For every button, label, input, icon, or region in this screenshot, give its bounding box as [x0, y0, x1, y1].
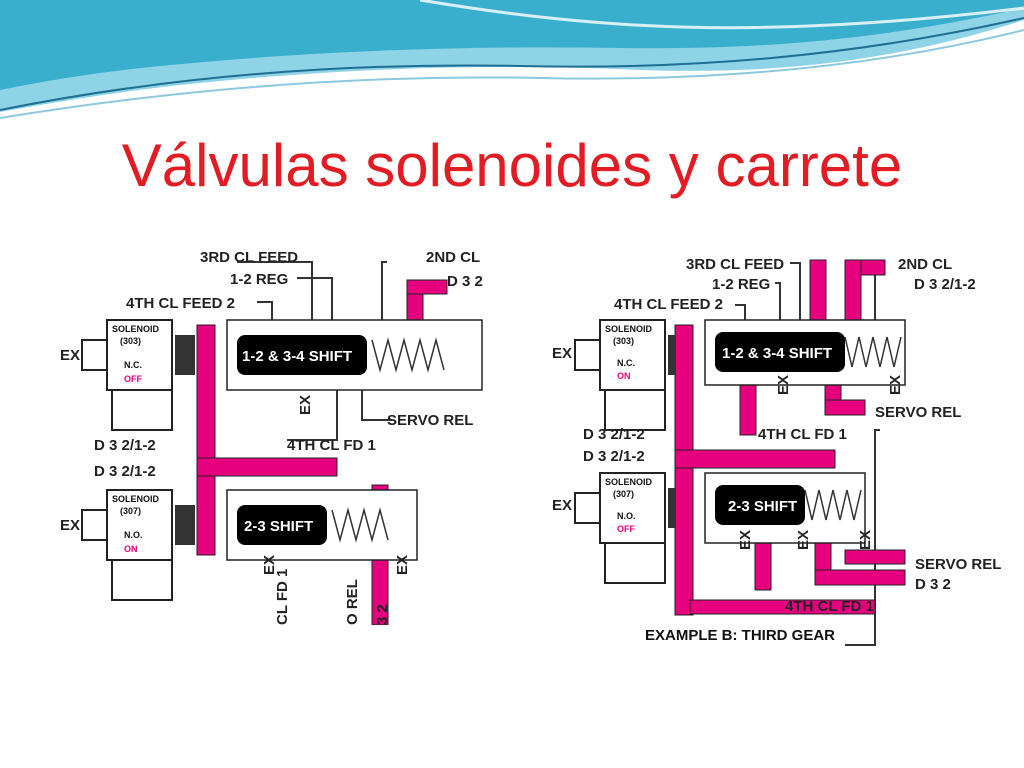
solenoid-303-name: SOLENOID — [112, 324, 160, 334]
label-d32: D 3 2 — [447, 273, 483, 290]
solenoid-307-name: SOLENOID — [112, 494, 160, 504]
label-servo-rel-top: SERVO REL — [875, 404, 961, 421]
solenoid-303-type: N.C. — [124, 360, 142, 370]
label-ex-v2: EX — [887, 375, 904, 395]
label-3rd-cl-feed: 3RD CL FEED — [686, 256, 784, 273]
label-ex-bottom: EX — [552, 497, 572, 514]
label-ex-top: EX — [552, 345, 572, 362]
solenoid-307-state: OFF — [617, 524, 635, 534]
label-d32-12-top: D 3 2/1-2 — [914, 276, 976, 293]
solenoid-307-type: N.O. — [124, 530, 143, 540]
label-d32-12-a: D 3 2/1-2 — [94, 437, 156, 454]
label-ex-v3: EX — [394, 555, 411, 575]
label-ex-v4: EX — [795, 530, 812, 550]
label-ex-v2: EX — [261, 555, 278, 575]
label-ex-v1: EX — [775, 375, 792, 395]
label-4th-cl-feed-2: 4TH CL FEED 2 — [126, 295, 235, 312]
solenoid-303-state: ON — [617, 371, 631, 381]
solenoid-307-state: ON — [124, 544, 138, 554]
label-2nd-cl: 2ND CL — [898, 256, 952, 273]
label-4th-cl-fd-1: 4TH CL FD 1 — [287, 437, 376, 454]
label-ex-v3: EX — [737, 530, 754, 550]
diagram-caption: EXAMPLE B: THIRD GEAR — [645, 627, 835, 644]
diagram-right: EX EX 3RD CL FEED 1-2 REG 4TH CL FEED 2 … — [490, 245, 1024, 650]
solenoid-303-type: N.C. — [617, 358, 635, 368]
label-d32-12-b: D 3 2/1-2 — [583, 448, 645, 465]
solenoid-303-num: (303) — [120, 336, 141, 346]
label-4th-cl-fd-1-top: 4TH CL FD 1 — [758, 426, 847, 443]
label-4th-cl-feed-2: 4TH CL FEED 2 — [614, 296, 723, 313]
solenoid-307-num: (307) — [120, 506, 141, 516]
label-ex-top: EX — [60, 347, 80, 364]
label-1-2-reg: 1-2 REG — [712, 276, 770, 293]
valve-2-3-shift: 2-3 SHIFT — [728, 498, 797, 515]
label-4th-cl-fd-1-bottom: 4TH CL FD 1 — [785, 598, 874, 615]
diagram-left: EX EX 3RD CL FEED 1-2 REG 4TH CL FEED 2 … — [32, 240, 490, 626]
diagram-right-panel: EX EX 3RD CL FEED 1-2 REG 4TH CL FEED 2 … — [490, 245, 1024, 650]
label-servo-rel-bottom: SERVO REL — [915, 556, 1001, 573]
valve-1-2-3-4-shift: 1-2 & 3-4 SHIFT — [242, 348, 352, 365]
label-ex-bottom: EX — [60, 517, 80, 534]
solenoid-303-state: OFF — [124, 374, 142, 384]
label-2nd-cl: 2ND CL — [426, 249, 480, 266]
slide-title: Válvulas solenoides y carrete — [121, 132, 903, 199]
header-wave-decoration — [0, 0, 1024, 119]
label-cl-fd-1: CL FD 1 — [274, 569, 291, 625]
label-1-2-reg: 1-2 REG — [230, 271, 288, 288]
label-ex-v5: EX — [857, 530, 874, 550]
solenoid-307-name: SOLENOID — [605, 477, 653, 487]
solenoid-303-num: (303) — [613, 336, 634, 346]
valve-2-3-shift: 2-3 SHIFT — [244, 518, 313, 535]
label-3rd-cl-feed: 3RD CL FEED — [200, 249, 298, 266]
label-d32: D 3 2 — [915, 576, 951, 593]
label-d32-12-b: D 3 2/1-2 — [94, 463, 156, 480]
label-servo-rel: SERVO REL — [387, 412, 473, 429]
label-3-2: 3 2 — [374, 604, 391, 625]
label-o-rel: O REL — [344, 579, 361, 625]
solenoid-307-num: (307) — [613, 489, 634, 499]
label-d32-12-a: D 3 2/1-2 — [583, 426, 645, 443]
diagram-left-panel: EX EX 3RD CL FEED 1-2 REG 4TH CL FEED 2 … — [32, 240, 490, 626]
valve-1-2-3-4-shift: 1-2 & 3-4 SHIFT — [722, 345, 832, 362]
label-ex-v1: EX — [297, 395, 314, 415]
solenoid-307-type: N.O. — [617, 511, 636, 521]
solenoid-303-name: SOLENOID — [605, 324, 653, 334]
